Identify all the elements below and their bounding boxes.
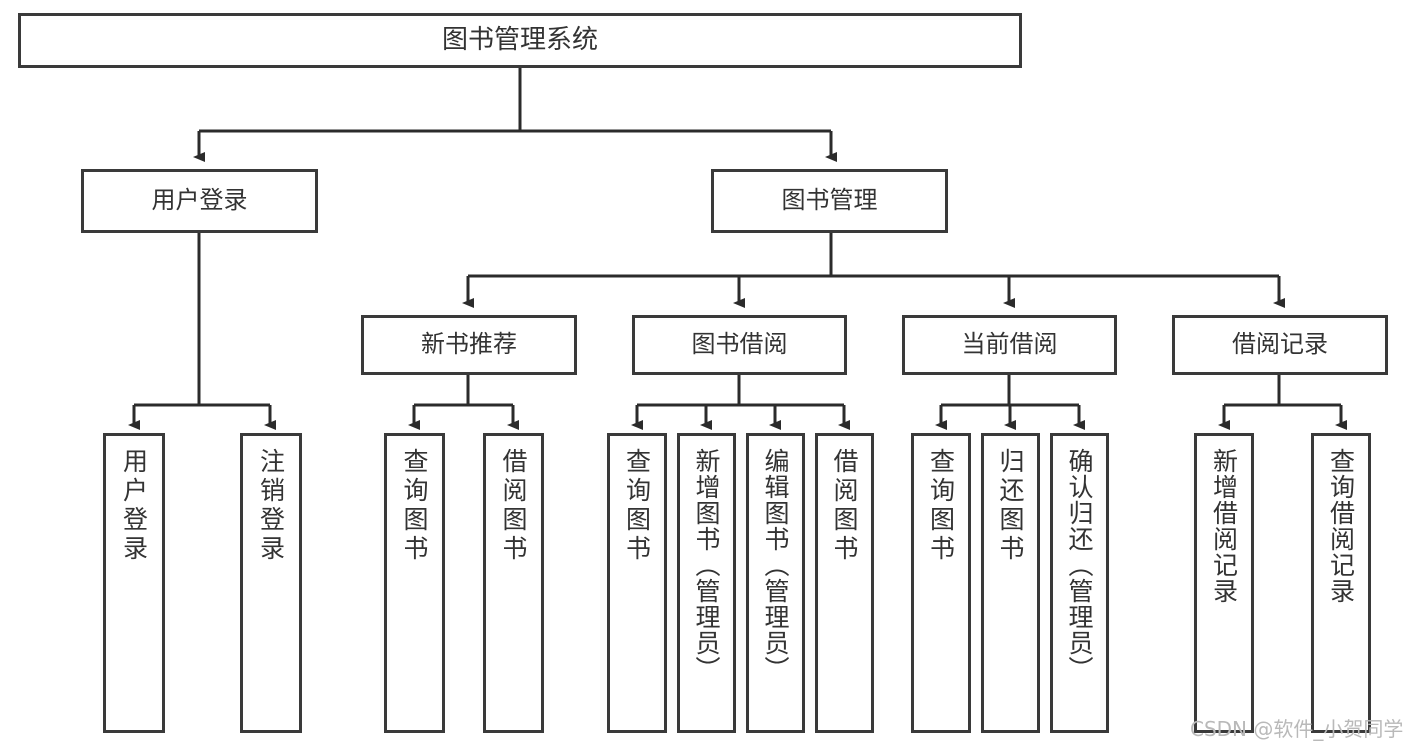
node-label: 当前借阅 — [961, 330, 1058, 359]
node-label: 查询图书 — [926, 448, 956, 564]
node-new-book-recommendation[interactable]: 新书推荐 — [361, 315, 577, 375]
node-user-login[interactable]: 用户登录 — [81, 169, 318, 233]
leaf-current-return-book[interactable]: 归还图书 — [981, 433, 1040, 733]
leaf-current-search-book[interactable]: 查询图书 — [911, 433, 971, 733]
node-label: 注销登录 — [256, 448, 286, 564]
node-label: 图书管理系统 — [441, 24, 598, 55]
csdn-watermark: CSDN @软件_小贺同学 — [1190, 717, 1404, 741]
node-label: 查询借阅记录 — [1326, 448, 1356, 604]
node-label: 图书借阅 — [691, 330, 788, 359]
leaf-borrow-borrow-book[interactable]: 借阅图书 — [815, 433, 874, 733]
node-book-management[interactable]: 图书管理 — [711, 169, 948, 233]
node-label: 图书管理 — [781, 186, 878, 215]
node-label: 新增借阅记录 — [1209, 448, 1239, 604]
node-label: 用户登录 — [151, 186, 248, 215]
node-label: 借阅图书 — [830, 448, 859, 564]
node-label: 编辑图书（管理员） — [761, 448, 790, 682]
leaf-borrow-edit-book-admin[interactable]: 编辑图书（管理员） — [746, 433, 805, 733]
leaf-logout[interactable]: 注销登录 — [240, 433, 302, 733]
leaf-record-add-borrow-record[interactable]: 新增借阅记录 — [1194, 433, 1254, 733]
node-label: 确认归还（管理员） — [1065, 448, 1094, 682]
node-label: 查询图书 — [400, 448, 429, 564]
node-label: 用户登录 — [119, 448, 149, 564]
leaf-record-search-borrow-record[interactable]: 查询借阅记录 — [1311, 433, 1371, 733]
leaf-newbook-borrow-book[interactable]: 借阅图书 — [483, 433, 544, 733]
node-book-borrowing[interactable]: 图书借阅 — [632, 315, 847, 375]
node-root-book-management-system[interactable]: 图书管理系统 — [18, 13, 1022, 68]
node-label: 归还图书 — [996, 448, 1025, 564]
leaf-user-login[interactable]: 用户登录 — [103, 433, 165, 733]
node-current-borrowing[interactable]: 当前借阅 — [902, 315, 1117, 375]
node-label: 新增图书（管理员） — [692, 448, 721, 682]
node-borrow-record[interactable]: 借阅记录 — [1172, 315, 1388, 375]
leaf-current-confirm-return-admin[interactable]: 确认归还（管理员） — [1050, 433, 1109, 733]
node-label: 借阅图书 — [499, 448, 528, 564]
leaf-borrow-add-book-admin[interactable]: 新增图书（管理员） — [677, 433, 736, 733]
node-label: 借阅记录 — [1232, 330, 1328, 359]
node-label: 查询图书 — [622, 448, 652, 564]
leaf-borrow-search-book[interactable]: 查询图书 — [607, 433, 667, 733]
node-label: 新书推荐 — [421, 330, 517, 359]
leaf-newbook-search-book[interactable]: 查询图书 — [384, 433, 445, 733]
